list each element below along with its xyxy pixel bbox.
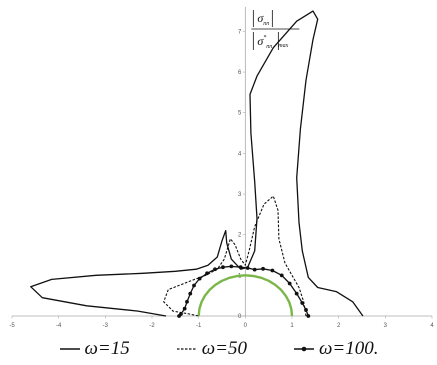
legend-item-omega-100: ω=100.	[293, 338, 379, 360]
series-line-1	[163, 195, 307, 317]
series-point	[300, 301, 305, 305]
y-tick-label: 5	[238, 111, 242, 117]
legend: ω=15 ω=50 ω=100.	[0, 336, 437, 362]
y-tick-label: 7	[238, 29, 242, 35]
series-point	[182, 306, 187, 311]
y-tick-label: 4	[238, 151, 242, 157]
series-layer	[30, 10, 364, 318]
series-line-2	[178, 265, 309, 317]
x-tick-label: -2	[149, 323, 155, 329]
x-tick-label: 0	[244, 323, 248, 329]
y-tick-label: 0	[238, 314, 242, 320]
legend-swatch-dashed	[176, 345, 198, 353]
legend-item-omega-50: ω=50	[176, 338, 247, 360]
x-tick-label: 3	[384, 323, 388, 329]
series-point	[185, 299, 189, 304]
series-line-0	[30, 10, 364, 317]
legend-label: ω=15	[84, 338, 130, 359]
x-tick-label: -4	[56, 323, 62, 329]
x-tick-label: -3	[103, 323, 109, 329]
series-point	[177, 314, 181, 318]
series-line-3	[197, 274, 294, 317]
y-tick-label: 3	[238, 192, 242, 198]
series-point	[306, 314, 311, 318]
x-tick-label: 1	[290, 323, 294, 329]
series-point	[188, 291, 193, 296]
series-point	[279, 273, 284, 278]
series-point	[261, 266, 265, 271]
series-point	[294, 291, 299, 296]
legend-swatch-dots	[293, 345, 315, 353]
legend-label: ω=50	[201, 338, 247, 359]
x-tick-label: 2	[337, 323, 341, 329]
y-tick-label: 2	[238, 233, 242, 239]
series-point	[205, 271, 209, 276]
legend-item-omega-15: ω=15	[59, 338, 130, 360]
series-point	[304, 308, 308, 312]
series-point	[245, 266, 250, 270]
series-point	[229, 264, 234, 269]
series-point	[252, 267, 257, 272]
legend-label: ω=100.	[319, 338, 379, 359]
series-point	[287, 281, 292, 286]
series-point	[270, 268, 275, 273]
series-point	[192, 283, 196, 288]
series-point	[221, 265, 225, 270]
x-tick-label: -5	[9, 323, 15, 329]
series-point	[238, 265, 243, 270]
x-tick-label: -1	[196, 323, 202, 329]
ylabel-numerator: σnn	[257, 11, 269, 27]
x-tick-label: 4	[430, 323, 434, 329]
y-tick-label: 6	[238, 70, 242, 76]
series-point	[197, 276, 202, 281]
series-point	[213, 267, 217, 272]
legend-swatch-solid	[59, 345, 81, 353]
